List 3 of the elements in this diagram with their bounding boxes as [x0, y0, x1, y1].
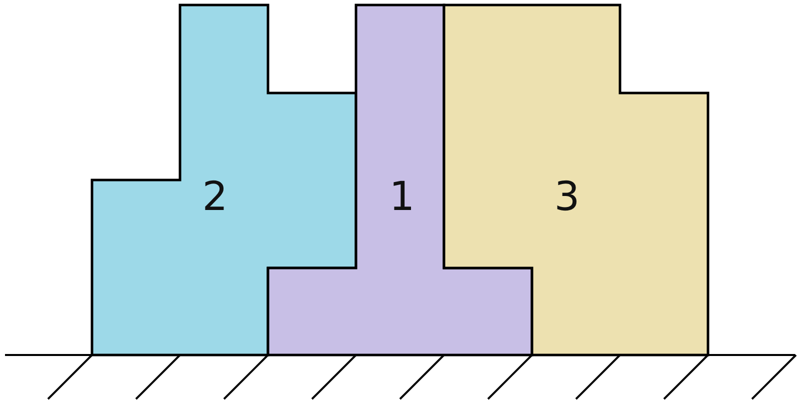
block-number: 2 [202, 177, 228, 217]
block-number: 1 [389, 177, 415, 217]
block-number: 3 [554, 177, 580, 217]
